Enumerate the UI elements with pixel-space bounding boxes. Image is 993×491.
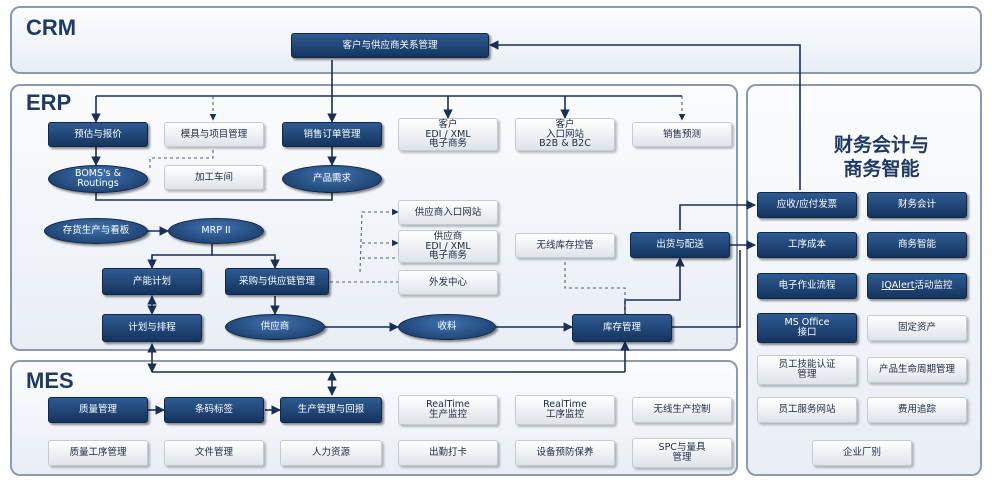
tooling-projects-box[interactable]: 模具与项目管理: [164, 122, 264, 147]
customer-edi-box[interactable]: 客户 EDI / XML 电子商务: [398, 118, 498, 151]
plm-box[interactable]: 产品生命周期管理: [867, 357, 967, 383]
production-reporting-box[interactable]: 生产管理与回报: [280, 397, 382, 423]
iqalert-label: 活动监控: [914, 280, 953, 292]
finance-title: 财务会计与 商务智能: [834, 135, 930, 180]
sales-forecast-box[interactable]: 销售预测: [632, 122, 732, 147]
receiving-oval[interactable]: 收料: [398, 314, 496, 340]
time-attendance-box[interactable]: 出勤打卡: [398, 440, 498, 466]
crm-title: CRM: [26, 15, 77, 40]
preventive-maintenance-box[interactable]: 设备预防保养: [515, 440, 615, 466]
inventory-management-box[interactable]: 库存管理: [572, 314, 672, 342]
supplier-portal-box[interactable]: 供应商入口网站: [398, 200, 498, 225]
inventory-kanban-oval[interactable]: 存货生产与看板: [44, 218, 148, 244]
planning-scheduling-box[interactable]: 计划与排程: [102, 314, 202, 342]
iqalert-monitoring-box[interactable]: IQAlert 活动监控: [867, 273, 967, 299]
supplier-edi-box[interactable]: 供应商 EDI / XML 电子商务: [398, 230, 498, 263]
customer-portal-box[interactable]: 客户 入口网站 B2B & B2C: [515, 118, 615, 151]
human-resources-box[interactable]: 人力资源: [280, 440, 382, 466]
mrp-oval[interactable]: MRP II: [168, 218, 264, 244]
realtime-production-box[interactable]: RealTime 生产监控: [398, 395, 498, 425]
supplier-oval[interactable]: 供应商: [225, 314, 325, 340]
product-demand-oval[interactable]: 产品需求: [282, 165, 382, 193]
business-intelligence-box[interactable]: 商务智能: [867, 232, 967, 258]
line-crm-finance: [489, 40, 801, 190]
employee-portal-box[interactable]: 员工服务网站: [757, 397, 857, 423]
estimate-quote-box[interactable]: 预估与报价: [48, 122, 148, 147]
quality-management-box[interactable]: 质量管理: [48, 397, 148, 423]
iqalert-brand: IQAlert: [881, 280, 915, 292]
multi-plant-box[interactable]: 企业厂别: [812, 440, 912, 466]
erp-title: ERP: [26, 90, 72, 115]
mes-title: MES: [26, 368, 74, 393]
boms-routings-oval[interactable]: BOMS's & Routings: [48, 165, 148, 193]
customer-supplier-relationship-box[interactable]: 客户与供应商关系管理: [291, 33, 489, 58]
quality-process-box[interactable]: 质量工序管理: [48, 440, 148, 466]
employee-skills-box[interactable]: 员工技能认证 管理: [757, 355, 857, 385]
financial-accounting-box[interactable]: 财务会计: [867, 192, 967, 218]
outsourcing-box[interactable]: 外发中心: [398, 270, 498, 295]
purchasing-scm-box[interactable]: 采购与供应链管理: [225, 268, 329, 295]
job-shop-box[interactable]: 加工车间: [164, 165, 264, 190]
ms-office-interface-box[interactable]: MS Office 接口: [757, 313, 857, 343]
expense-tracking-box[interactable]: 费用追踪: [867, 397, 967, 423]
fixed-assets-box[interactable]: 固定资产: [867, 315, 967, 341]
sales-orders-box[interactable]: 销售订单管理: [282, 122, 382, 147]
spc-gauges-box[interactable]: SPC与量具 管理: [632, 438, 732, 468]
crm-panel: [10, 6, 982, 74]
document-management-box[interactable]: 文件管理: [164, 440, 264, 466]
shipping-box[interactable]: 出货与配送: [630, 232, 730, 258]
electronic-workflow-box[interactable]: 电子作业流程: [757, 273, 857, 299]
ar-ap-invoices-box[interactable]: 应收/应付发票: [757, 192, 857, 218]
capacity-planning-box[interactable]: 产能计划: [102, 268, 202, 295]
wireless-production-box[interactable]: 无线生产控制: [632, 397, 732, 423]
job-costing-box[interactable]: 工序成本: [757, 232, 857, 258]
realtime-process-box[interactable]: RealTime 工序监控: [515, 395, 615, 425]
wireless-inventory-box[interactable]: 无线库存控管: [515, 233, 615, 258]
barcode-labels-box[interactable]: 条码标签: [164, 397, 264, 423]
